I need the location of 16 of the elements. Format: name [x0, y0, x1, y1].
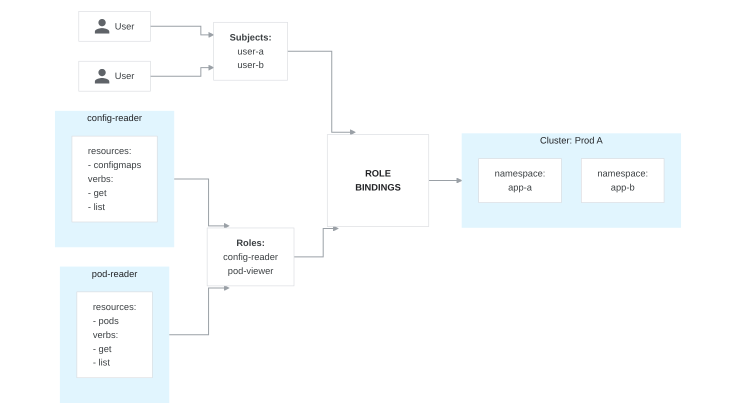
- node-box: ROLE BINDINGS: [326, 134, 430, 227]
- node-box: namespace: app-b: [581, 158, 664, 203]
- node-box: namespace: app-a: [478, 158, 562, 203]
- arrow: [294, 226, 339, 258]
- arrow: [168, 285, 230, 336]
- arrow: [150, 64, 214, 77]
- node-box: User: [78, 60, 151, 92]
- arrow: [173, 178, 230, 229]
- node-box: Subjects: user-a user-b: [213, 22, 288, 81]
- node-box: User: [78, 11, 151, 42]
- arrow: [428, 178, 462, 184]
- node-box: resources: - configmaps verbs: - get - list: [72, 136, 158, 222]
- arrow: [287, 50, 356, 136]
- arrow: [150, 26, 214, 38]
- node-box: Roles: config-reader pod-viewer: [206, 228, 294, 286]
- node-box: resources: - pods verbs: - get - list: [76, 292, 153, 378]
